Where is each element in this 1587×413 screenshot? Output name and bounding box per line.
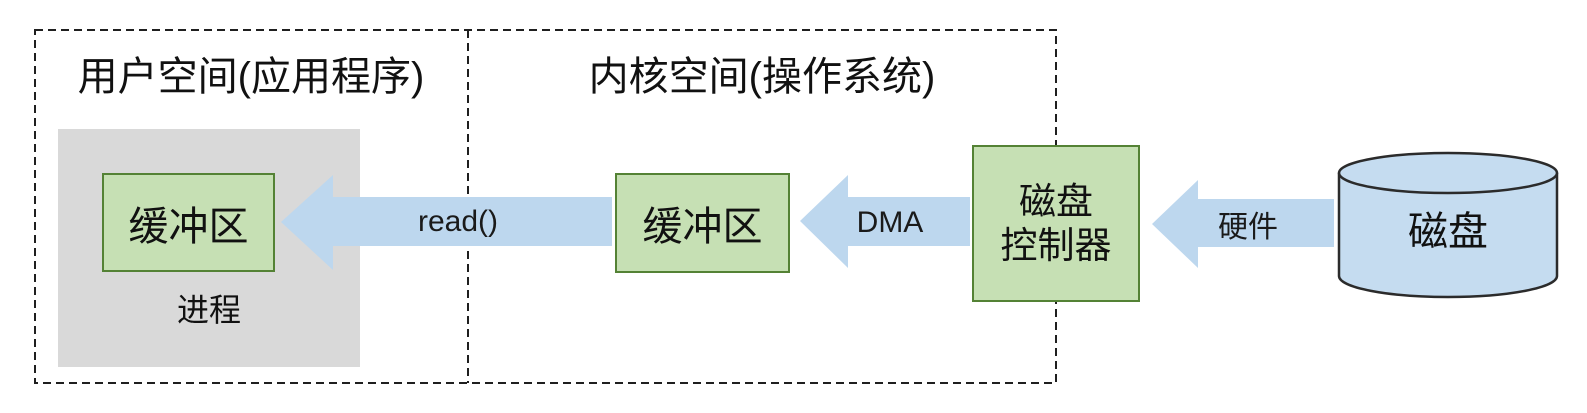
hardware-arrow bbox=[1152, 180, 1334, 268]
disk-cylinder-top bbox=[1337, 151, 1559, 195]
disk-controller-label-line1: 磁盘 bbox=[1019, 180, 1093, 222]
dma-arrow-label: DMA bbox=[856, 206, 924, 239]
process-label: 进程 bbox=[176, 292, 241, 328]
dma-arrow bbox=[800, 175, 970, 268]
dma-arrow-shape bbox=[800, 175, 970, 268]
disk-controller-box: 磁盘 控制器 bbox=[972, 145, 1140, 302]
disk-label: 磁盘 bbox=[1408, 210, 1488, 254]
read-arrow-shape bbox=[281, 175, 612, 270]
read-arrow bbox=[281, 175, 612, 270]
disk-cylinder-body bbox=[1337, 173, 1559, 299]
disk-controller-label-line2: 控制器 bbox=[1000, 224, 1112, 266]
read-arrow-label: read() bbox=[417, 205, 499, 238]
kernel-buffer-box: 缓冲区 bbox=[615, 173, 790, 273]
user-buffer-box: 缓冲区 bbox=[102, 173, 275, 272]
kernel-buffer-label: 缓冲区 bbox=[642, 205, 763, 249]
user-buffer-label: 缓冲区 bbox=[128, 204, 249, 249]
hardware-arrow-shape bbox=[1152, 180, 1334, 268]
disk-cylinder-icon bbox=[1337, 151, 1559, 299]
kernel-space-title: 内核空间(操作系统) bbox=[588, 55, 936, 99]
user-space-title: 用户空间(应用程序) bbox=[77, 55, 425, 99]
hardware-arrow-label: 硬件 bbox=[1218, 211, 1278, 244]
